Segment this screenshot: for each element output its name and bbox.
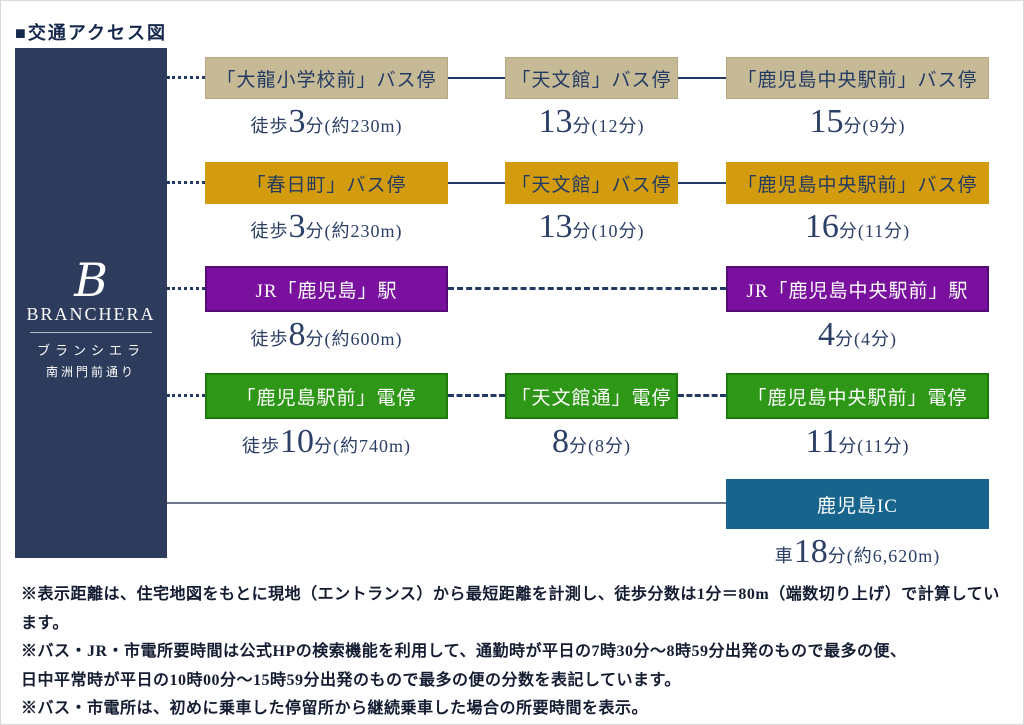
stop-label: 「鹿児島中央駅前」バス停: [737, 69, 978, 91]
time-label: 13分(12分): [505, 103, 678, 141]
time-minutes: 13: [538, 208, 573, 245]
car-connector-row5: [167, 502, 726, 504]
time-suffix: 分(11分): [838, 221, 911, 241]
building-subtitle: 南洲門前通り: [45, 365, 136, 379]
footnote-line: ※バス・市電所は、初めに乗車した停留所から継続乗車した場合の所要時間を表示。: [21, 700, 649, 717]
time-label: 徒歩10分(約740m): [205, 423, 448, 461]
dashed-connector-row3: [448, 287, 726, 290]
time-minutes: 15: [809, 103, 844, 140]
dashed-connector-row4-b: [678, 394, 726, 397]
time-minutes: 16: [804, 208, 839, 245]
stop-box-chuo-ekimae-bus2: 「鹿児島中央駅前」バス停: [726, 162, 989, 204]
stop-box-tairyu-shogakkomae: 「大龍小学校前」バス停: [205, 57, 448, 99]
stop-label: 「天文館」バス停: [511, 174, 672, 196]
time-minutes: 10: [280, 423, 314, 460]
time-suffix: 分(4分): [835, 329, 897, 349]
stop-label: JR「鹿児島中央駅前」駅: [746, 280, 969, 302]
time-suffix: 分(約740m): [314, 436, 411, 456]
page-title: ■交通アクセス図: [15, 23, 167, 43]
dotted-connector-row1: [167, 76, 205, 79]
footnote-line: 日中平常時が平日の10時00分～15時59分出発のもので最多の便の分数を表記して…: [21, 671, 681, 689]
time-minutes: 4: [818, 316, 835, 353]
building-name-kana: ブランシエラ: [36, 343, 145, 358]
time-prefix: 徒歩: [242, 436, 280, 456]
time-label: 車18分(約6,620m): [726, 533, 989, 571]
time-label: 8分(8分): [505, 423, 678, 461]
solid-connector-row1-b: [678, 77, 726, 79]
footnotes: ※表示距離は、住宅地図をもとに現地（エントランス）から最短距離を計測し、徒歩分数…: [21, 581, 1015, 724]
solid-connector-row2-b: [678, 182, 726, 184]
time-minutes: 8: [288, 316, 306, 353]
stop-box-kagoshima-ekimae-tram: 「鹿児島駅前」電停: [205, 373, 448, 419]
time-minutes: 11: [805, 423, 839, 460]
time-minutes: 18: [793, 533, 828, 570]
time-suffix: 分(12分): [572, 116, 645, 136]
time-label: 15分(9分): [726, 103, 989, 141]
stop-box-jr-kagoshima-chuo: JR「鹿児島中央駅前」駅: [726, 266, 989, 312]
stop-box-kagoshima-ic: 鹿児島IC: [726, 479, 989, 529]
stop-label: 「春日町」バス停: [246, 174, 407, 196]
time-label: 16分(11分): [726, 208, 989, 246]
time-label: 11分(11分): [726, 423, 989, 461]
stop-box-chuo-ekimae-bus1: 「鹿児島中央駅前」バス停: [726, 57, 989, 99]
footnote-line: ※表示距離は、住宅地図をもとに現地（エントランス）から最短距離を計測し、徒歩分数…: [21, 586, 1000, 632]
dotted-connector-row3: [167, 287, 205, 290]
time-label: 徒歩3分(約230m): [205, 208, 448, 246]
stop-box-jr-kagoshima: JR「鹿児島」駅: [205, 266, 448, 312]
stop-label: 「鹿児島駅前」電停: [236, 387, 417, 409]
dashed-connector-row4-a: [448, 394, 505, 397]
time-label: 4分(4分): [726, 316, 989, 354]
stop-label: 「鹿児島中央駅前」電停: [747, 387, 968, 409]
stop-label: 「天文館」バス停: [511, 69, 672, 91]
time-suffix: 分(8分): [569, 436, 631, 456]
footnote-line: ※バス・JR・市電所要時間は公式HPの検索機能を利用して、通勤時が平日の7時30…: [21, 643, 907, 660]
time-prefix: 徒歩: [250, 116, 289, 136]
stop-box-chuo-ekimae-tram: 「鹿児島中央駅前」電停: [726, 373, 989, 419]
time-minutes: 3: [288, 103, 306, 140]
stop-box-tenmonkan-bus2: 「天文館」バス停: [505, 162, 678, 204]
dotted-connector-row4: [167, 394, 205, 397]
building-panel: B BRANCHERA ブランシエラ 南洲門前通り: [15, 48, 167, 558]
dotted-connector-row2: [167, 181, 205, 184]
time-label: 徒歩8分(約600m): [205, 316, 448, 354]
time-prefix: 徒歩: [250, 221, 289, 241]
time-suffix: 分(約230m): [305, 116, 403, 136]
stop-label: 「鹿児島中央駅前」バス停: [737, 174, 978, 196]
stop-box-tenmonkan-bus1: 「天文館」バス停: [505, 57, 678, 99]
time-suffix: 分(10分): [572, 221, 645, 241]
stop-box-tenmonkan-dori-tram: 「天文館通」電停: [505, 373, 678, 419]
time-minutes: 13: [538, 103, 573, 140]
time-suffix: 分(約600m): [305, 329, 403, 349]
time-minutes: 3: [288, 208, 306, 245]
time-suffix: 分(9分): [843, 116, 906, 136]
logo-divider: [30, 332, 152, 333]
branchera-logo-icon: B: [74, 253, 108, 307]
time-prefix: 車: [774, 546, 794, 566]
stop-label: JR「鹿児島」駅: [255, 280, 398, 302]
time-minutes: 8: [552, 423, 569, 460]
stop-label: 「大龍小学校前」バス停: [216, 69, 437, 91]
time-suffix: 分(約6,620m): [827, 546, 941, 566]
time-suffix: 分(約230m): [305, 221, 403, 241]
time-label: 徒歩3分(約230m): [205, 103, 448, 141]
stop-label: 鹿児島IC: [816, 495, 898, 517]
time-prefix: 徒歩: [250, 329, 289, 349]
stop-box-kasugacho: 「春日町」バス停: [205, 162, 448, 204]
building-name: BRANCHERA: [26, 304, 156, 324]
time-suffix: 分(11分): [838, 436, 910, 456]
time-label: 13分(10分): [505, 208, 678, 246]
stop-label: 「天文館通」電停: [511, 387, 672, 409]
solid-connector-row1-a: [448, 77, 505, 79]
solid-connector-row2-a: [448, 182, 505, 184]
